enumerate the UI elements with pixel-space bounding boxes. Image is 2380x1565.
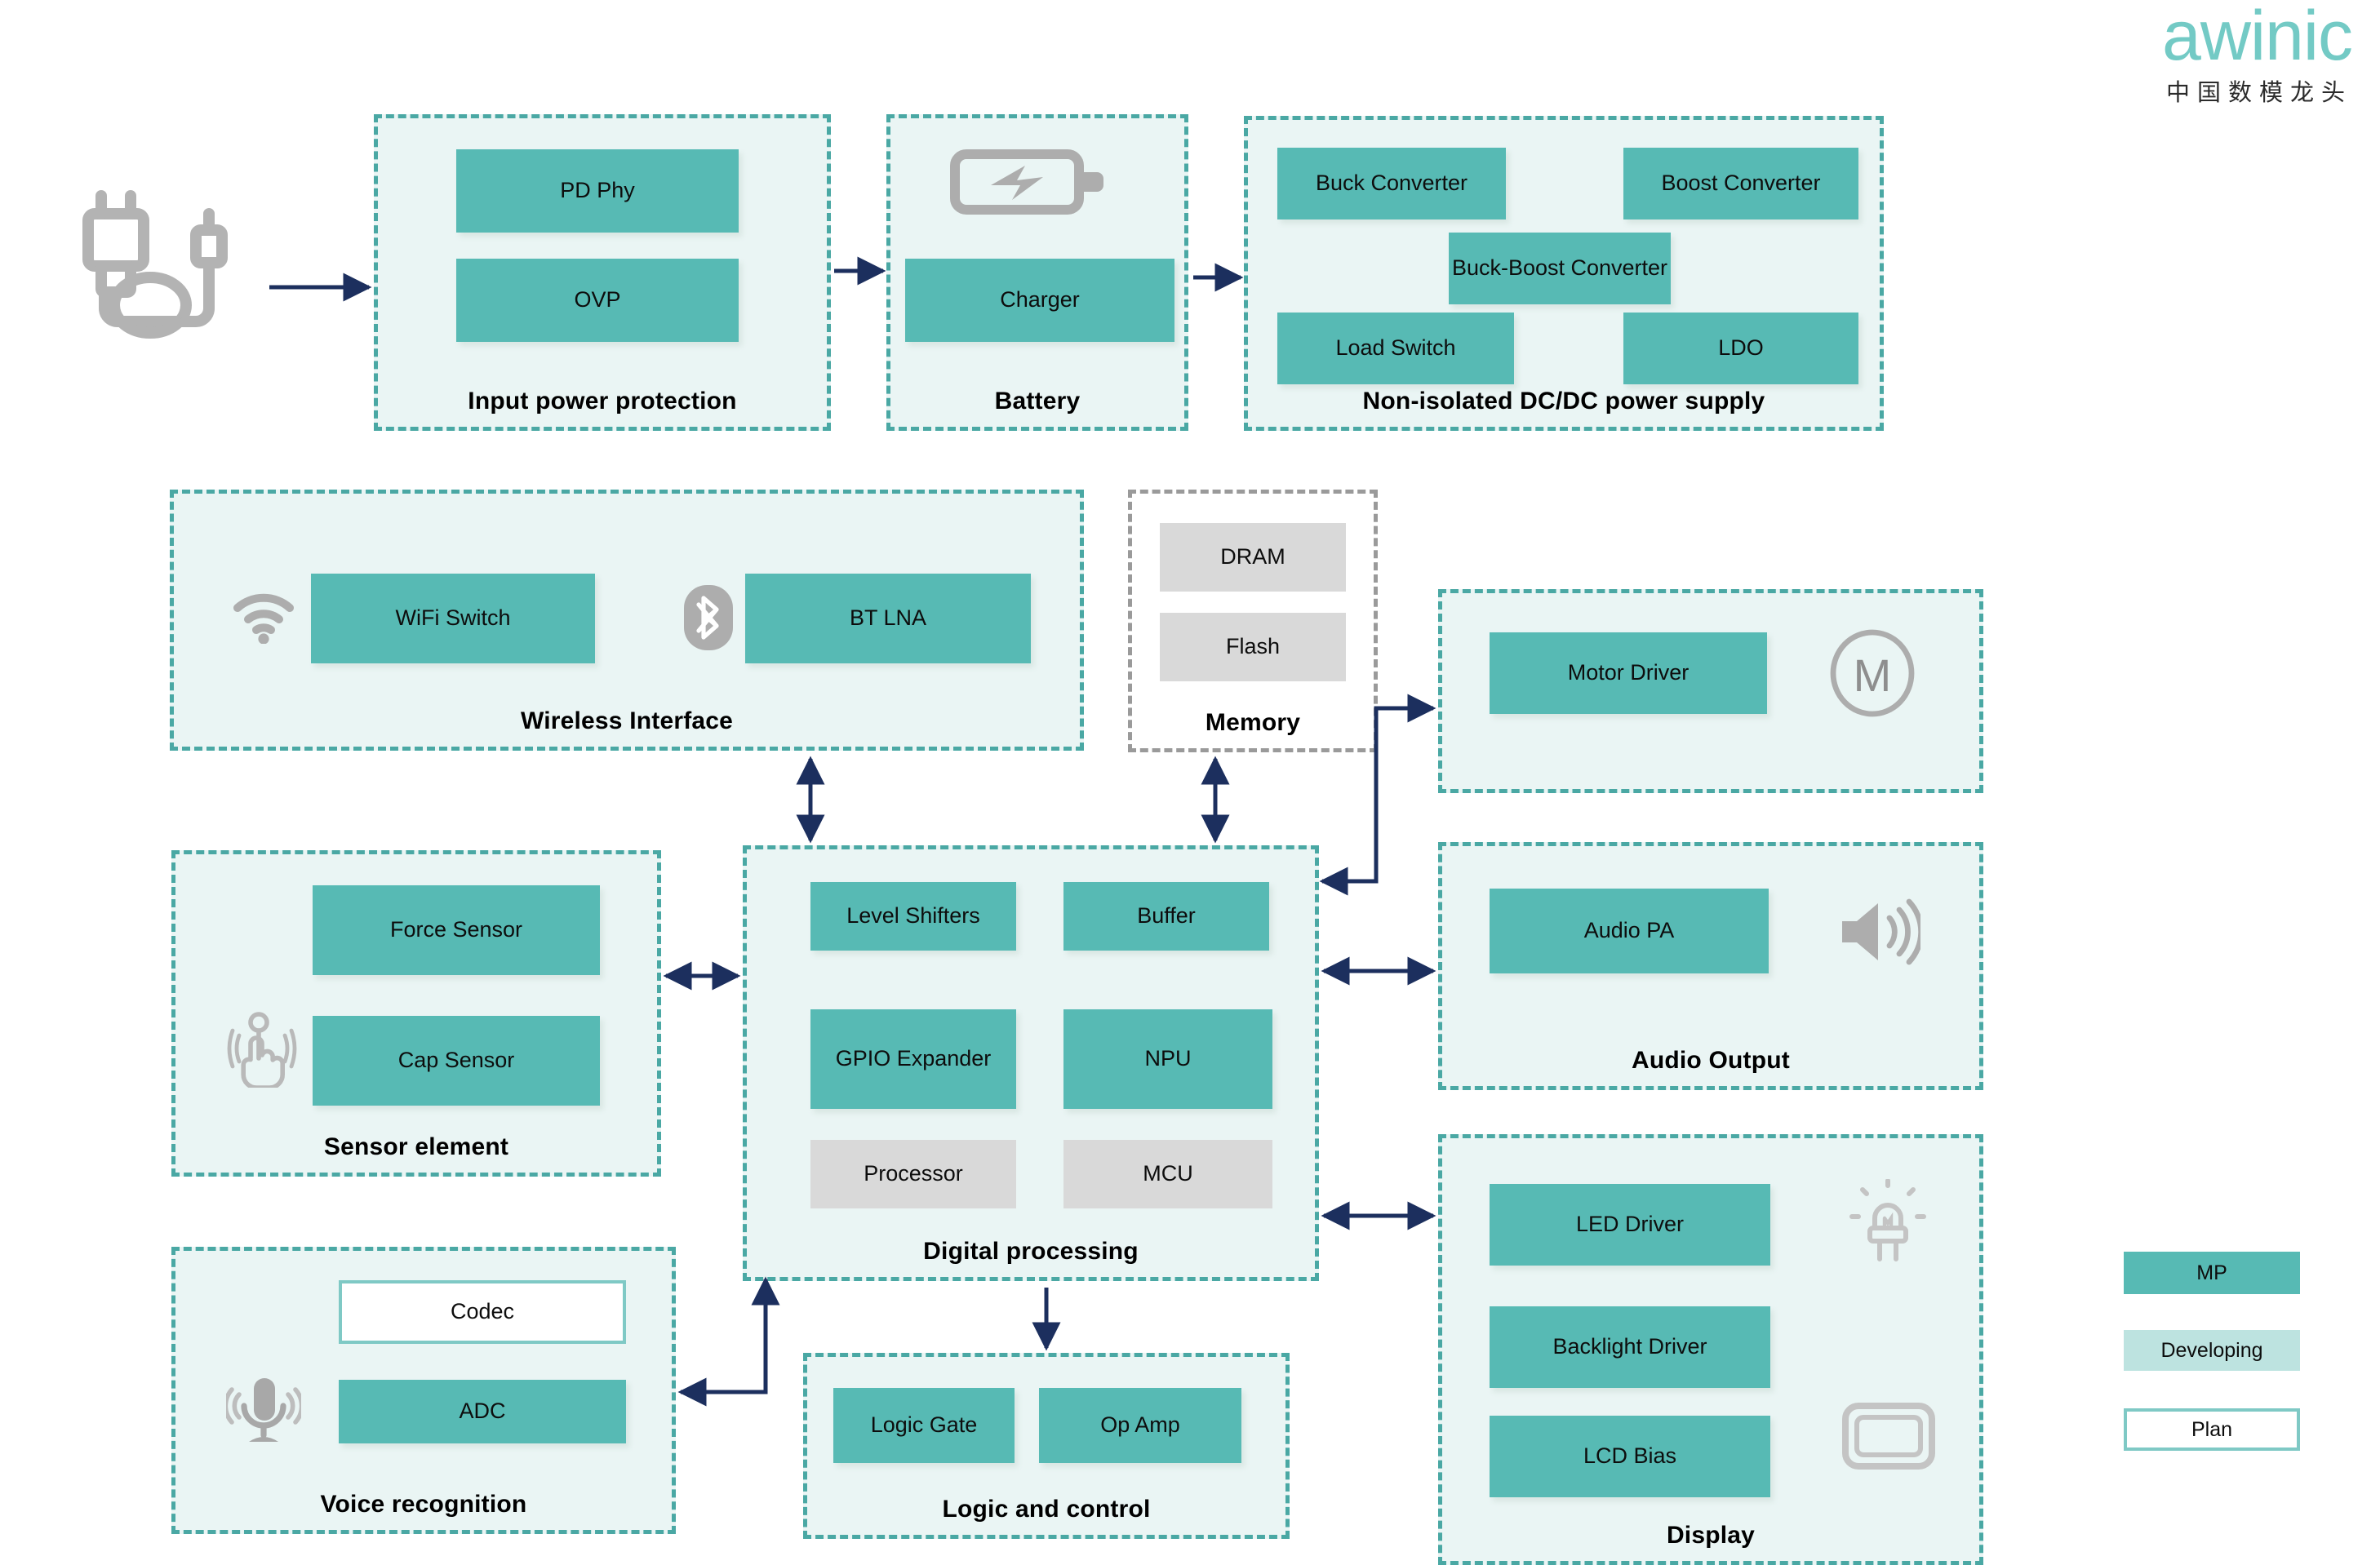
block-logic-gate[interactable]: Logic Gate — [833, 1388, 1015, 1463]
brand-wordmark: awinic — [2162, 0, 2353, 75]
led-bulb-icon — [1847, 1179, 1929, 1267]
block-buffer[interactable]: Buffer — [1063, 882, 1269, 951]
group-title-digital-processing: Digital processing — [923, 1238, 1139, 1265]
group-motor: Motor Driver M — [1438, 589, 1983, 793]
brand-tagline: 中国数模龙头 — [2165, 79, 2352, 106]
wifi-icon — [233, 590, 295, 644]
block-ovp[interactable]: OVP — [456, 259, 739, 342]
legend-item-developing: Developing — [2124, 1330, 2300, 1371]
group-title-audio-output: Audio Output — [1631, 1047, 1790, 1074]
awinic-logo: awinic 中国数模龙头 — [2162, 0, 2353, 108]
group-voice-recognition: Codec ADC Voice recognition — [171, 1247, 676, 1534]
block-npu[interactable]: NPU — [1063, 1009, 1272, 1109]
block-audio-pa[interactable]: Audio PA — [1490, 889, 1769, 973]
group-title-wireless-interface: Wireless Interface — [520, 707, 734, 734]
svg-text:M: M — [1854, 649, 1892, 701]
legend-item-plan: Plan — [2124, 1408, 2300, 1451]
block-force-sensor[interactable]: Force Sensor — [313, 885, 600, 975]
group-logic-and-control: Logic Gate Op Amp Logic and control — [803, 1353, 1290, 1539]
arrow-digital-to-voice — [677, 1276, 780, 1407]
screen-icon — [1841, 1401, 1937, 1471]
motor-icon: M — [1827, 627, 1917, 719]
block-buck-converter[interactable]: Buck Converter — [1277, 148, 1506, 219]
block-level-shifters[interactable]: Level Shifters — [810, 882, 1016, 951]
group-title-display: Display — [1666, 1522, 1756, 1549]
block-pd-phy[interactable]: PD Phy — [456, 149, 739, 233]
legend: MP Developing Plan — [2124, 1252, 2300, 1451]
block-ldo[interactable]: LDO — [1623, 313, 1858, 384]
group-battery: Charger Battery — [886, 114, 1188, 431]
block-charger[interactable]: Charger — [905, 259, 1174, 342]
block-gpio-expander[interactable]: GPIO Expander — [810, 1009, 1016, 1109]
group-wireless-interface: WiFi Switch BT LNA Wireless Interface — [170, 490, 1084, 751]
bluetooth-icon — [684, 582, 733, 654]
group-title-memory: Memory — [1205, 709, 1301, 736]
block-processor[interactable]: Processor — [810, 1140, 1016, 1208]
block-codec[interactable]: Codec — [339, 1280, 626, 1344]
group-title-voice-recognition: Voice recognition — [320, 1491, 527, 1518]
block-mcu[interactable]: MCU — [1063, 1140, 1272, 1208]
block-motor-driver[interactable]: Motor Driver — [1490, 632, 1767, 714]
block-load-switch[interactable]: Load Switch — [1277, 313, 1514, 384]
speaker-icon — [1836, 897, 1920, 967]
block-cap-sensor[interactable]: Cap Sensor — [313, 1016, 600, 1106]
block-flash[interactable]: Flash — [1160, 613, 1346, 681]
group-audio-output: Audio PA Audio Output — [1438, 842, 1983, 1090]
block-led-driver[interactable]: LED Driver — [1490, 1184, 1770, 1266]
group-sensor-element: Force Sensor Cap Sensor Sensor element — [171, 850, 661, 1177]
group-digital-processing: Level Shifters Buffer GPIO Expander NPU … — [743, 845, 1319, 1281]
touch-hand-icon — [226, 1009, 298, 1088]
group-title-logic-and-control: Logic and control — [942, 1496, 1151, 1523]
block-lcd-bias[interactable]: LCD Bias — [1490, 1416, 1770, 1497]
group-memory: DRAM Flash Memory — [1128, 490, 1378, 752]
battery-charging-icon — [950, 141, 1113, 223]
block-backlight-driver[interactable]: Backlight Driver — [1490, 1306, 1770, 1388]
power-plug-cable-icon — [65, 188, 261, 351]
group-display: LED Driver Backlight Driver LCD Bias Dis… — [1438, 1134, 1983, 1565]
microphone-icon — [226, 1373, 301, 1448]
block-op-amp[interactable]: Op Amp — [1039, 1388, 1241, 1463]
block-dram[interactable]: DRAM — [1160, 523, 1346, 592]
group-title-sensor-element: Sensor element — [323, 1133, 509, 1160]
group-title-input-power-protection: Input power protection — [468, 388, 737, 415]
block-buck-boost-converter[interactable]: Buck-Boost Converter — [1449, 233, 1671, 304]
block-boost-converter[interactable]: Boost Converter — [1623, 148, 1858, 219]
block-wifi-switch[interactable]: WiFi Switch — [311, 574, 595, 663]
group-input-power-protection: PD Phy OVP Input power protection — [374, 114, 831, 431]
group-dcdc-power-supply: Buck Converter Boost Converter Buck-Boos… — [1244, 116, 1884, 431]
block-adc[interactable]: ADC — [339, 1380, 626, 1443]
block-bt-lna[interactable]: BT LNA — [745, 574, 1031, 663]
group-title-dcdc: Non-isolated DC/DC power supply — [1362, 388, 1765, 415]
group-title-battery: Battery — [994, 388, 1081, 415]
legend-item-mp: MP — [2124, 1252, 2300, 1294]
